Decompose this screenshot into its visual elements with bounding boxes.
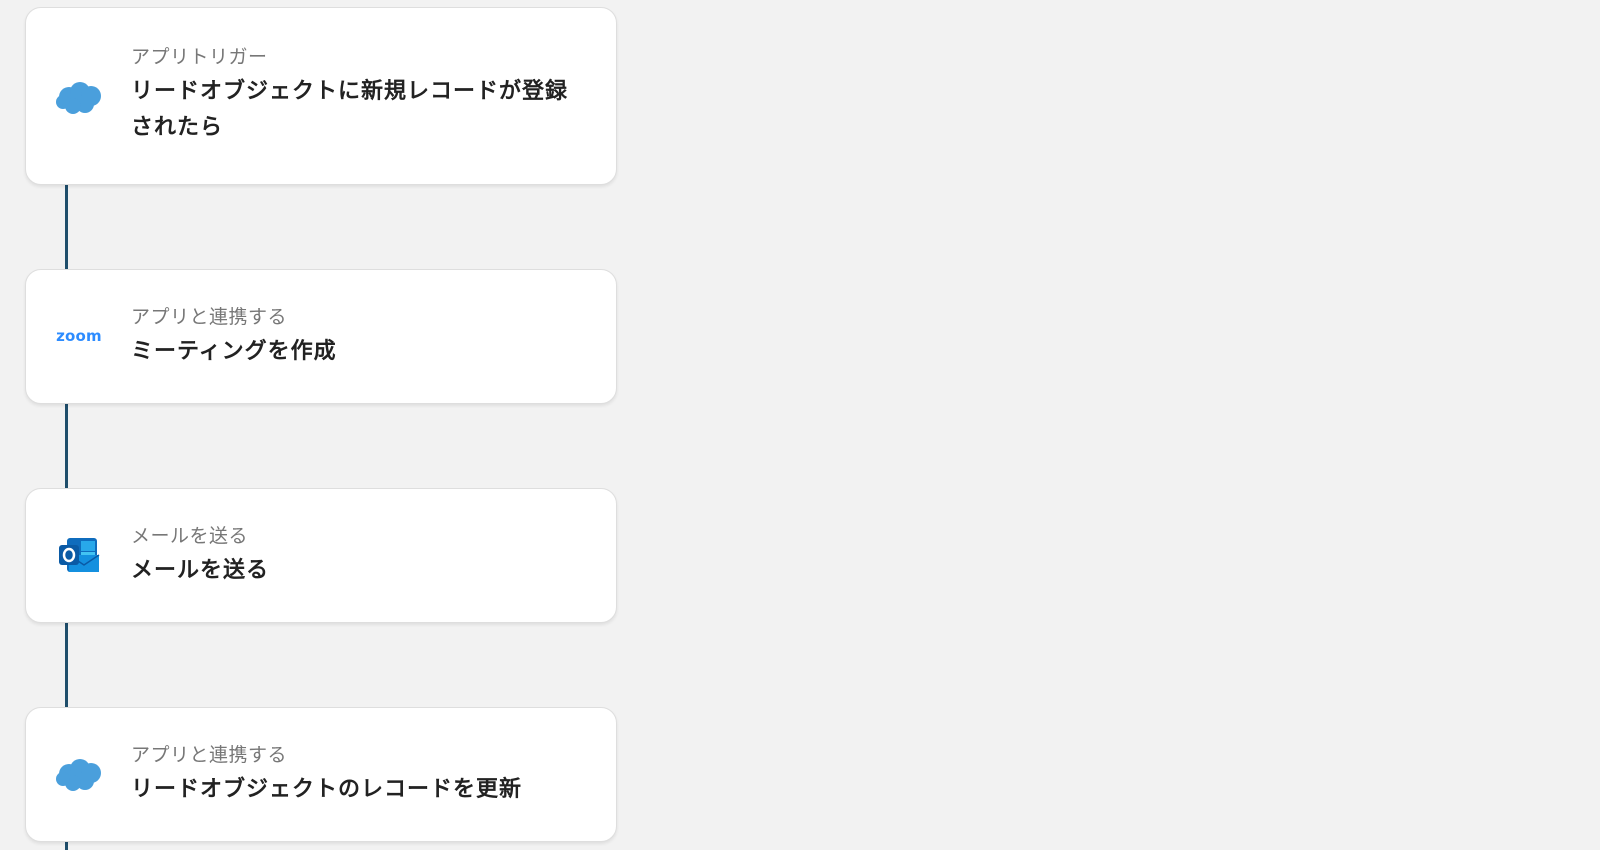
salesforce-cloud-icon: [54, 78, 104, 118]
step-subtitle: アプリトリガー: [131, 46, 268, 68]
step-subtitle: アプリと連携する: [131, 744, 288, 766]
flow-connector: [65, 623, 68, 707]
zoom-logo-icon: zoom: [54, 316, 104, 356]
zoom-logo-text: zoom: [56, 327, 102, 345]
flow-step-trigger[interactable]: アプリトリガー リードオブジェクトに新規レコードが登録されたら: [25, 7, 617, 185]
step-subtitle: メールを送る: [131, 525, 249, 547]
step-title: ミーティングを作成: [131, 339, 337, 364]
flow-connector: [65, 185, 68, 269]
flow-connector: [65, 842, 68, 850]
step-subtitle: アプリと連携する: [131, 306, 288, 328]
step-title: リードオブジェクトに新規レコードが登録されたら: [131, 79, 569, 140]
flow-step-zoom[interactable]: zoom アプリと連携する ミーティングを作成: [25, 269, 617, 404]
salesforce-cloud-icon: [54, 755, 104, 795]
outlook-icon: [54, 535, 104, 575]
flow-connector: [65, 404, 68, 488]
flow-step-salesforce-update[interactable]: アプリと連携する リードオブジェクトのレコードを更新: [25, 707, 617, 842]
flow-step-outlook[interactable]: メールを送る メールを送る: [25, 488, 617, 623]
step-title: リードオブジェクトのレコードを更新: [131, 777, 523, 802]
step-title: メールを送る: [131, 558, 270, 583]
